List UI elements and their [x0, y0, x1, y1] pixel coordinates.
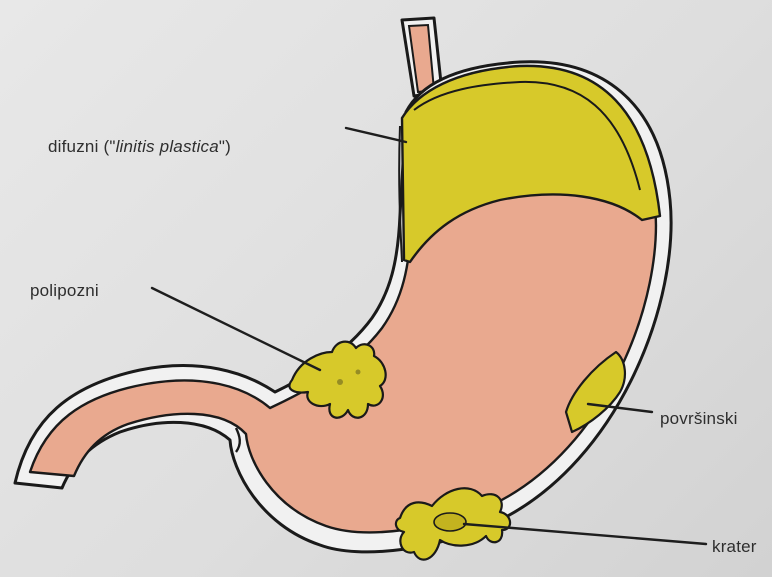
pointer-polypoid — [152, 288, 320, 370]
label-crater: krater — [712, 537, 757, 556]
label-superficial: površinski — [660, 409, 738, 428]
label-polypoid: polipozni — [30, 281, 99, 300]
label-diffuse: difuzni ("linitis plastica") — [48, 137, 231, 156]
pointer-diffuse — [346, 128, 406, 142]
